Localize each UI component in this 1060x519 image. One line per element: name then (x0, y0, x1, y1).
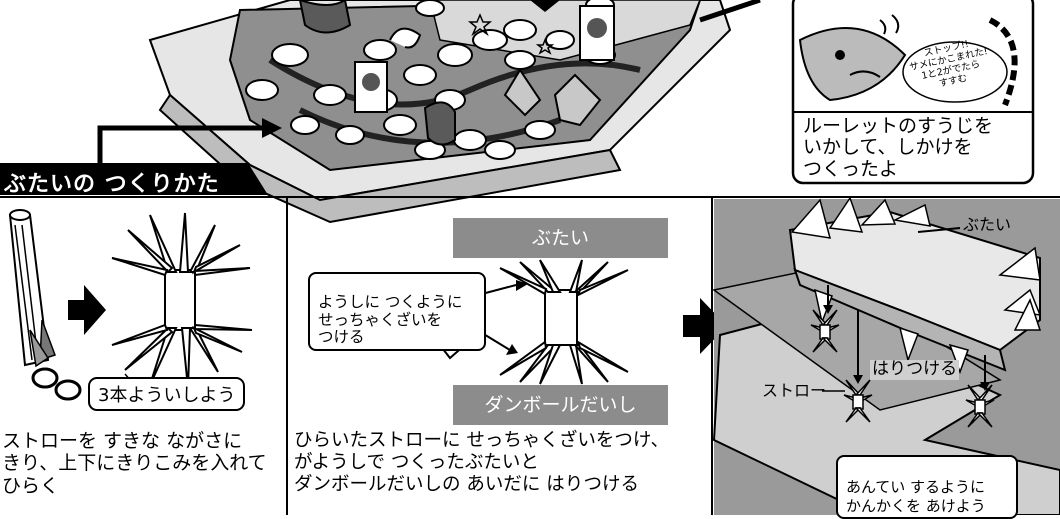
opened-straw (111, 212, 253, 389)
step2-caption: ひらいたストローに せっちゃくざいをつけ、 がようしで つくったぶたいと ダンボ… (294, 430, 669, 495)
scissors-icon (29, 319, 82, 401)
step3-attach-label: はりつける (870, 359, 960, 380)
step1-label-text: 3本よういしよう (98, 385, 236, 406)
step1-illustration (8, 209, 253, 401)
step3-note-text: あんてい するように かんかくを あけよう (846, 477, 986, 515)
step3-stage-label: ぶたい (963, 215, 1012, 234)
step2-bottom-bar: ダンボールだいし (453, 385, 668, 425)
step3-note: あんてい するように かんかくを あけよう (836, 455, 1018, 519)
step2-top-bar: ぶたい (453, 218, 668, 258)
step2-glue-note: ようしに つくように せっちゃくざいを つける (308, 272, 486, 352)
board-pointer-arrow (97, 118, 282, 165)
step3-straw-label: ストロー (762, 381, 827, 400)
step2-illustration (426, 259, 727, 385)
board-illustration (148, 0, 761, 224)
section-title: ぶたいの つくりかた (4, 172, 220, 197)
callout-caption: ルーレットのすうじを いかして、しかけを つくったよ (803, 115, 994, 180)
roulette-callout (791, 0, 1035, 185)
right-arrow-icon (68, 285, 106, 335)
step2-glue-note-text: ようしに つくように せっちゃくざいを つける (318, 292, 463, 347)
step1-label: 3本よういしよう (88, 377, 246, 411)
section-banner (0, 163, 1060, 515)
step1-caption: ストローを すきな ながさに きり、上下にきりこみを入れて ひらく (2, 430, 267, 497)
